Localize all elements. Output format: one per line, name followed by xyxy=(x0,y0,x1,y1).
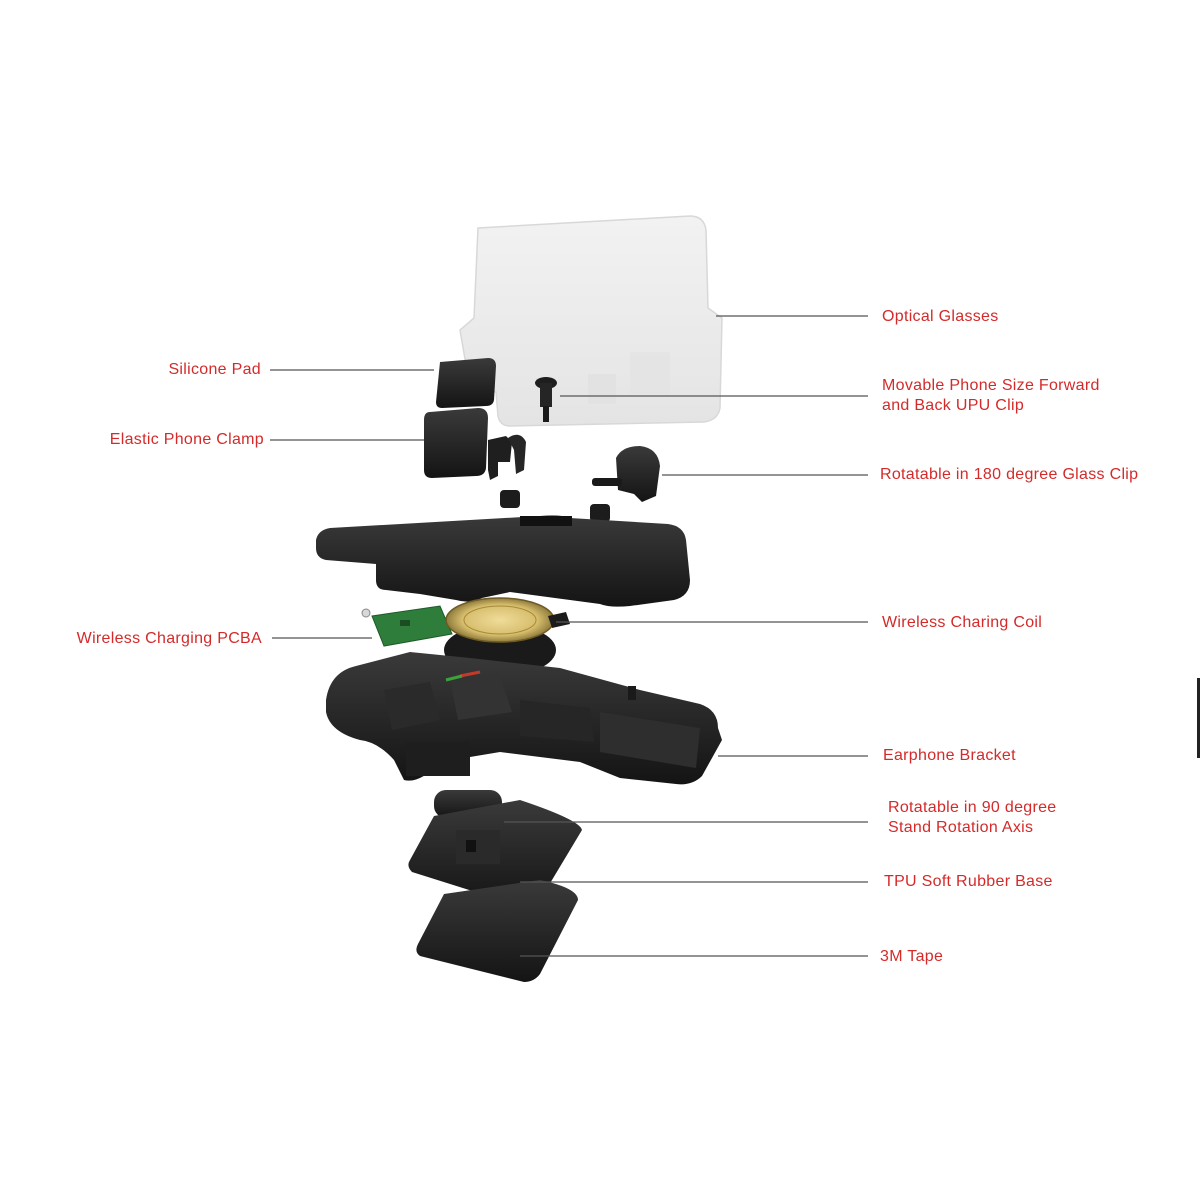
elastic-clamp-part xyxy=(424,408,526,480)
label-earphone-bracket: Earphone Bracket xyxy=(883,747,1016,764)
glass-clip-part xyxy=(592,446,660,502)
label-wireless-coil: Wireless Charing Coil xyxy=(882,614,1043,631)
label-tpu-base: TPU Soft Rubber Base xyxy=(884,873,1053,890)
silicone-pad-part xyxy=(436,358,496,408)
label-rotatable-glass-clip: Rotatable in 180 degree Glass Clip xyxy=(880,466,1139,483)
label-rotation-axis-line1: Rotatable in 90 degree xyxy=(888,799,1057,816)
label-optical-glasses: Optical Glasses xyxy=(882,308,999,325)
pcba-part xyxy=(371,605,453,647)
top-cover-part xyxy=(316,515,690,607)
label-movable-clip: Movable Phone Size Forward and Back UPU … xyxy=(882,376,1100,416)
leader-lines xyxy=(270,315,868,957)
spacer-left xyxy=(500,490,520,508)
right-edge-mark xyxy=(1197,678,1200,758)
screw xyxy=(361,608,371,618)
tape-part xyxy=(416,880,578,982)
label-3m-tape: 3M Tape xyxy=(880,948,944,965)
base-housing-part xyxy=(326,652,722,785)
label-rotation-axis: Rotatable in 90 degree Stand Rotation Ax… xyxy=(888,798,1057,838)
label-movable-clip-line1: Movable Phone Size Forward xyxy=(882,377,1100,394)
optical-glasses-part xyxy=(459,215,723,427)
label-rotation-axis-line2: Stand Rotation Axis xyxy=(888,819,1034,836)
label-elastic-clamp: Elastic Phone Clamp xyxy=(109,431,264,448)
label-movable-clip-line2: and Back UPU Clip xyxy=(882,397,1025,414)
spacer-right xyxy=(590,504,610,522)
label-silicone-pad: Silicone Pad xyxy=(168,361,261,378)
upu-clip-part xyxy=(535,377,557,422)
label-wireless-pcba: Wireless Charging PCBA xyxy=(76,630,262,647)
